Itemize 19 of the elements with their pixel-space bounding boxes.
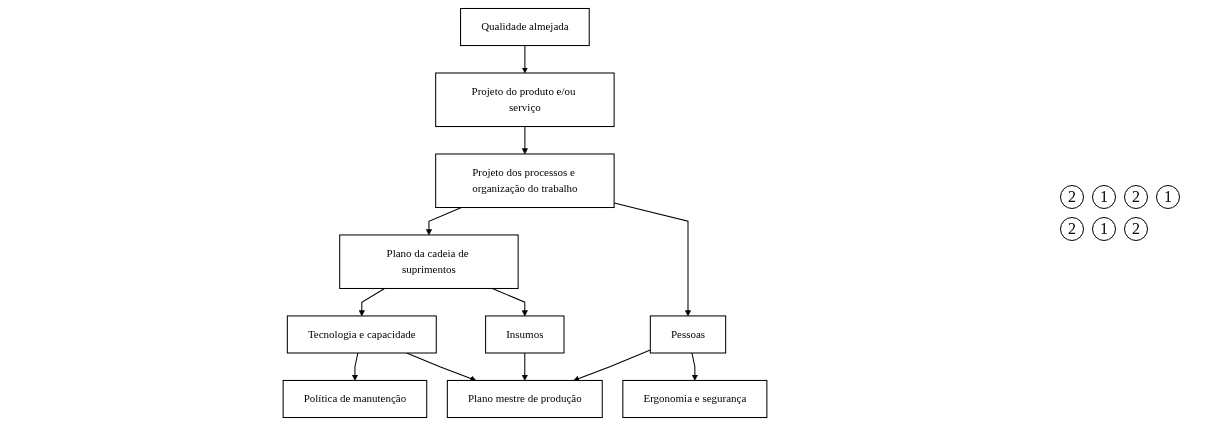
arrow (521, 352, 528, 381)
node-box: Política de manutenção (282, 379, 428, 419)
node-box: Projeto dos processos e organização do trabalho (435, 153, 615, 209)
arrow (491, 287, 528, 317)
node-box: Projeto do produto e/ou serviço (435, 72, 615, 128)
node-box: Qualidade almejada (460, 7, 590, 47)
arrow (691, 352, 698, 381)
arrow (521, 45, 528, 74)
node-box: Pessoas (649, 315, 727, 354)
arrow (425, 207, 462, 236)
arrow (358, 287, 386, 317)
arrow (521, 126, 528, 155)
node-box: Plano mestre de produção (446, 379, 603, 419)
node-box: Tecnologia e capacidade (286, 315, 437, 354)
node-box: Ergonomia e segurança (622, 379, 768, 419)
arrow (573, 349, 651, 382)
node-box: Plano da cadeia de suprimentos (339, 234, 519, 289)
node-box: Insumos (485, 315, 565, 354)
arrow (351, 352, 359, 381)
